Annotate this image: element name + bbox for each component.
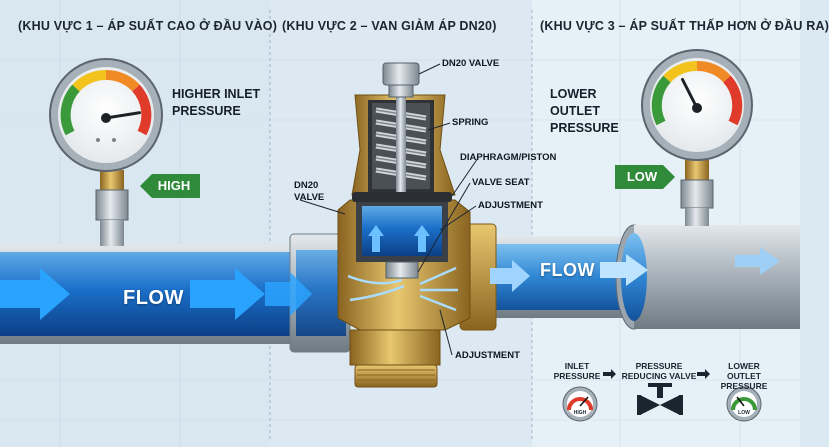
legend-inlet-label: INLET PRESSURE [553, 361, 601, 381]
callout-lines [299, 63, 479, 356]
outlet-pressure-gauge [641, 49, 753, 226]
callout-spring: SPRING [452, 117, 489, 128]
outlet-flow-arrows [490, 247, 780, 292]
valve-stem [396, 85, 406, 270]
callout-adjustment-bottom: ADJUSTMENT [455, 350, 520, 361]
low-pressure-tag: LOW [615, 165, 675, 189]
legend-high-label: HIGH [573, 410, 587, 416]
outlet-flow-label: FLOW [540, 260, 595, 280]
callout-dn20-valve-top: DN20 VALVE [442, 58, 500, 69]
chamber-up-arrows [368, 225, 430, 252]
callout-diaphragm: DIAPHRAGM/PISTON [460, 152, 557, 163]
inlet-pressure-label: HIGHER INLET PRESSURE [172, 87, 261, 118]
callout-dn20-valve-left: DN20 VALVE [294, 180, 325, 203]
zone-1-title: (KHU VỰC 1 – ÁP SUẤT CAO Ở ĐẦU VÀO) [18, 19, 278, 33]
legend-icons [562, 369, 762, 422]
legend-low-label: LOW [738, 410, 750, 416]
legend-arrows [603, 369, 710, 379]
inlet-flow-label: FLOW [123, 287, 184, 309]
outlet-pipe [459, 223, 800, 331]
high-pressure-tag: HIGH [140, 174, 200, 198]
legend-valve-label: PRESSURE REDUCING VALVE [621, 361, 697, 381]
zone-3-title: (KHU VỰC 3 – ÁP SUẤT THẤP HƠN Ở ĐẦU RA) [540, 19, 829, 33]
throttle-flow [347, 266, 458, 312]
diaphragm-piston [352, 192, 452, 202]
inlet-pressure-gauge [49, 58, 163, 246]
callout-adjustment-top: ADJUSTMENT [478, 200, 543, 211]
callout-valve-seat: VALVE SEAT [472, 177, 530, 188]
inlet-flow-arrows [0, 268, 312, 320]
valve-seat [385, 261, 419, 279]
outlet-pressure-label: LOWER OUTLET PRESSURE [550, 87, 619, 135]
pressure-reducing-valve-diagram [0, 0, 800, 447]
legend-outlet-label: LOWER OUTLET PRESSURE [720, 361, 768, 391]
adjustment-cap [382, 62, 420, 86]
zone-2-title: (KHU VỰC 2 – VAN GIẢM ÁP DN20) [282, 19, 497, 33]
